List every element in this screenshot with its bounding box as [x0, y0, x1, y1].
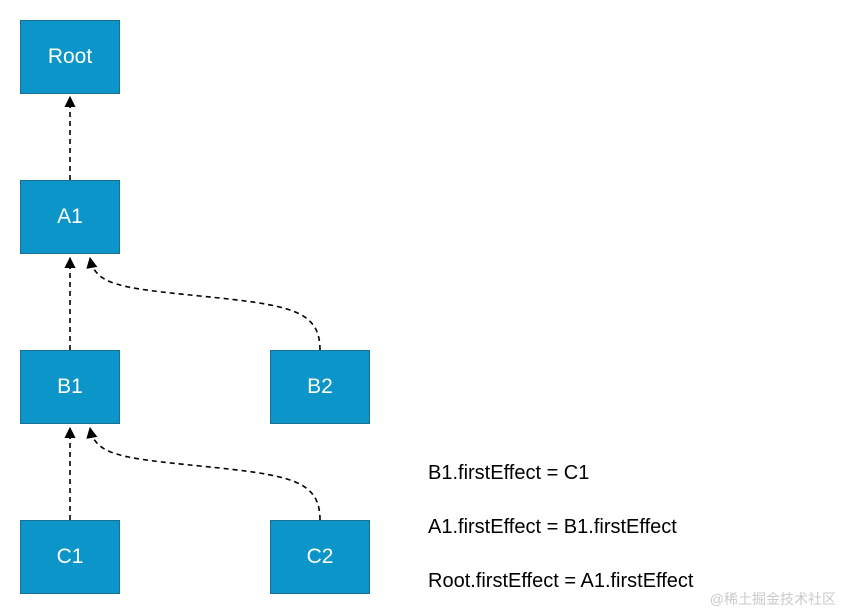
- node-root-label: Root: [47, 45, 93, 68]
- node-c1-label: C1: [56, 545, 84, 568]
- node-a1-label: A1: [57, 205, 83, 228]
- node-c2-label: C2: [306, 545, 334, 568]
- node-b2-label: B2: [307, 375, 333, 398]
- node-c1: C1: [20, 520, 120, 594]
- node-b2: B2: [270, 350, 370, 424]
- node-root: Root: [20, 20, 120, 94]
- node-a1: A1: [20, 180, 120, 254]
- node-c2: C2: [270, 520, 370, 594]
- edge-c2-to-b1: [86, 426, 321, 521]
- node-b1: B1: [20, 350, 120, 424]
- equation-b1-first-effect: B1.firstEffect = C1: [428, 462, 590, 484]
- node-b1-label: B1: [57, 375, 83, 398]
- watermark-text: @稀土掘金技术社区: [709, 591, 836, 607]
- edge-b2-to-a1: [86, 256, 321, 351]
- equation-a1-first-effect: A1.firstEffect = B1.firstEffect: [428, 516, 677, 538]
- equation-root-first-effect: Root.firstEffect = A1.firstEffect: [428, 570, 694, 592]
